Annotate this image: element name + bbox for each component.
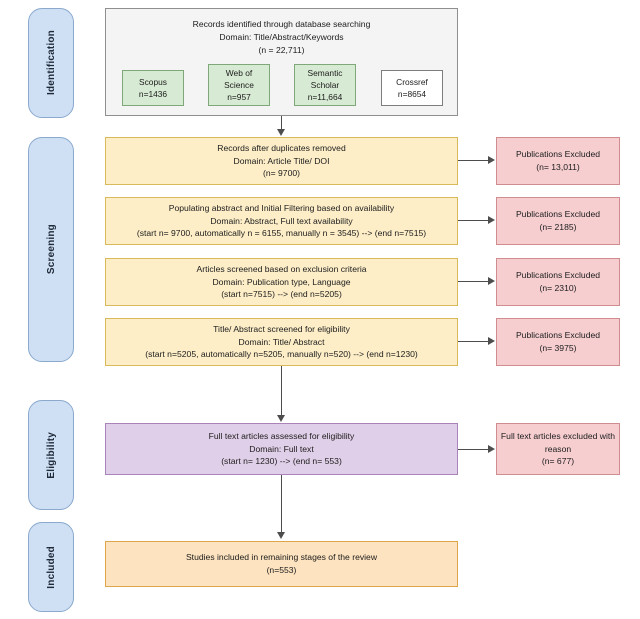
- arrowhead-screening1-to-excluded1: [488, 156, 495, 164]
- stage-pill-identification[interactable]: Identification: [28, 8, 74, 118]
- identification-header-line2: Domain: Title/Abstract/Keywords: [219, 31, 344, 42]
- identification-header-line1: Records identified through database sear…: [192, 19, 371, 29]
- stage-label-identification: Identification: [45, 30, 57, 96]
- arrowhead-screening4-to-excluded4: [488, 337, 495, 345]
- connector-screening1-to-excluded1: [458, 160, 490, 162]
- excluded-box-2[interactable]: Publications Excluded (n= 2185): [496, 197, 620, 245]
- screening-step-4[interactable]: Title/ Abstract screened for eligibility…: [105, 318, 458, 366]
- screening-step-4-line2: Domain: Title/ Abstract: [238, 336, 325, 347]
- source-crossref-name: Crossref: [396, 76, 428, 87]
- screening-step-2[interactable]: Populating abstract and Initial Filterin…: [105, 197, 458, 245]
- screening-step-3-line3: (start n=7515) --> (end n=5205): [221, 289, 342, 300]
- stage-label-eligibility: Eligibility: [45, 431, 57, 479]
- connector-screening2-to-excluded2: [458, 220, 490, 222]
- connector-screening4-to-excluded4: [458, 341, 490, 343]
- eligibility-excluded-line3: (n= 677): [541, 456, 575, 467]
- included-line2: (n=553): [266, 565, 297, 575]
- excluded-box-4-line2: (n= 3975): [539, 343, 577, 353]
- stage-pill-eligibility[interactable]: Eligibility: [28, 400, 74, 510]
- source-semantic-count: n=11,664: [307, 92, 343, 103]
- source-box-semantic-scholar[interactable]: Semantic Scholar n=11,664: [294, 64, 356, 106]
- included-line1: Studies included in remaining stages of …: [185, 552, 378, 563]
- source-scopus-count: n=1436: [138, 89, 168, 99]
- screening-step-1-line2: Domain: Article Title/ DOI: [233, 155, 330, 166]
- screening-step-1-line3: (n= 9700): [262, 168, 301, 179]
- source-semantic-name-line1: Semantic: [307, 67, 343, 78]
- screening-step-3-line2: Domain: Publication type, Language: [212, 276, 351, 287]
- source-scopus-name: Scopus: [139, 76, 167, 87]
- connector-identification-to-screening1: [281, 116, 283, 131]
- source-box-crossref[interactable]: Crossref n=8654: [381, 70, 443, 106]
- screening-step-1-line1: Records after duplicates removed: [217, 142, 346, 153]
- included-box[interactable]: Studies included in remaining stages of …: [105, 541, 458, 587]
- screening-step-2-line1: Populating abstract and Initial Filterin…: [168, 202, 395, 213]
- eligibility-excluded-line1: Full text articles excluded with: [500, 430, 616, 441]
- stage-label-screening: Screening: [45, 224, 57, 275]
- source-box-web-of-science[interactable]: Web of Science n=957: [208, 64, 270, 106]
- source-wos-count: n=957: [227, 92, 251, 103]
- connector-screening4-to-eligibility: [281, 366, 283, 417]
- arrowhead-identification-to-screening1: [277, 129, 285, 136]
- excluded-box-1-line2: (n= 13,011): [536, 162, 580, 172]
- arrowhead-eligibility-to-excluded: [488, 445, 495, 453]
- eligibility-excluded-line2: reason: [544, 443, 572, 454]
- stage-label-included: Included: [45, 545, 57, 589]
- connector-screening3-to-excluded3: [458, 281, 490, 283]
- eligibility-line3: (start n= 1230) --> (end n= 553): [221, 456, 342, 467]
- excluded-box-3[interactable]: Publications Excluded (n= 2310): [496, 258, 620, 306]
- eligibility-line1: Full text articles assessed for eligibil…: [208, 430, 355, 441]
- identification-header-line3: (n = 22,711): [258, 44, 305, 55]
- arrowhead-eligibility-to-included: [277, 532, 285, 539]
- eligibility-line2: Domain: Full text: [249, 443, 314, 454]
- excluded-box-3-line1: Publications Excluded: [515, 270, 601, 281]
- stage-pill-screening[interactable]: Screening: [28, 137, 74, 362]
- arrowhead-screening2-to-excluded2: [488, 216, 495, 224]
- screening-step-1[interactable]: Records after duplicates removed Domain:…: [105, 137, 458, 185]
- source-semantic-name-line2: Scholar: [310, 79, 340, 90]
- arrowhead-screening3-to-excluded3: [488, 277, 495, 285]
- screening-step-2-line2: Domain: Abstract, Full text availability: [210, 215, 353, 226]
- excluded-box-1[interactable]: Publications Excluded (n= 13,011): [496, 137, 620, 185]
- arrowhead-screening4-to-eligibility: [277, 415, 285, 422]
- source-crossref-count: n=8654: [397, 89, 427, 99]
- source-wos-name-line2: Science: [224, 79, 254, 90]
- screening-step-4-line3: (start n=5205, automatically n=5205, man…: [145, 349, 418, 360]
- screening-step-4-line1: Title/ Abstract screened for eligibility: [213, 323, 350, 334]
- excluded-box-2-line1: Publications Excluded: [515, 209, 601, 220]
- excluded-box-2-line2: (n= 2185): [539, 222, 577, 232]
- connector-eligibility-to-excluded: [458, 449, 490, 451]
- screening-step-3-line1: Articles screened based on exclusion cri…: [196, 263, 367, 274]
- screening-step-2-line3: (start n= 9700, automatically n = 6155, …: [136, 228, 427, 239]
- excluded-box-1-line1: Publications Excluded: [515, 149, 601, 160]
- excluded-box-4-line1: Publications Excluded: [515, 330, 601, 341]
- excluded-box-4[interactable]: Publications Excluded (n= 3975): [496, 318, 620, 366]
- eligibility-box[interactable]: Full text articles assessed for eligibil…: [105, 423, 458, 475]
- source-wos-name-line1: Web of: [225, 67, 253, 78]
- eligibility-excluded-box[interactable]: Full text articles excluded with reason …: [496, 423, 620, 475]
- connector-eligibility-to-included: [281, 475, 283, 534]
- source-box-scopus[interactable]: Scopus n=1436: [122, 70, 184, 106]
- screening-step-3[interactable]: Articles screened based on exclusion cri…: [105, 258, 458, 306]
- excluded-box-3-line2: (n= 2310): [539, 283, 577, 293]
- stage-pill-included[interactable]: Included: [28, 522, 74, 612]
